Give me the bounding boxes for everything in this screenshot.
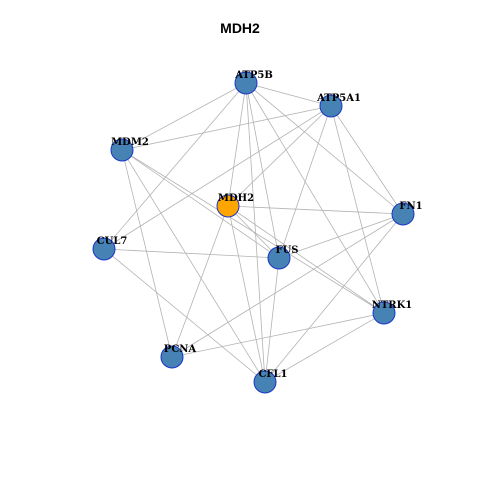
edge-atp5b-ntrk1: [245, 82, 385, 314]
node-label-mdh2: MDH2: [218, 193, 254, 204]
node-cfl1[interactable]: [253, 370, 277, 394]
node-label-fn1: FN1: [399, 201, 422, 212]
edge-atp5a1-fus: [278, 105, 332, 259]
edge-mdm2-fus: [121, 149, 280, 259]
edge-fn1-fus: [278, 213, 404, 259]
node-fus[interactable]: [267, 246, 291, 270]
node-label-cul7: CUL7: [97, 236, 128, 247]
edge-mdh2-fn1: [227, 205, 404, 215]
edge-mdh2-fus: [227, 205, 280, 259]
edge-mdh2-cfl1: [227, 205, 266, 383]
graph-title: MDH2: [220, 20, 260, 36]
node-mdh2[interactable]: [216, 194, 240, 218]
edge-mdm2-pcna: [121, 149, 173, 358]
edge-atp5a1-fn1: [330, 105, 404, 215]
node-cul7[interactable]: [92, 237, 116, 261]
node-label-atp5a1: ATP5A1: [316, 93, 361, 104]
node-pcna[interactable]: [160, 345, 184, 369]
edge-atp5a1-cul7: [103, 105, 332, 250]
edge-ntrk1-pcna: [171, 312, 385, 358]
node-label-cfl1: CFL1: [258, 369, 287, 380]
node-mdm2[interactable]: [110, 138, 134, 162]
edge-mdh2-pcna: [171, 205, 229, 358]
edge-fn1-cfl1: [264, 213, 404, 383]
node-label-atp5b: ATP5B: [234, 70, 273, 81]
edge-ntrk1-cfl1: [264, 312, 385, 383]
edge-atp5a1-ntrk1: [330, 105, 385, 314]
node-label-pcna: PCNA: [164, 344, 197, 355]
edge-mdh2-ntrk1: [227, 205, 385, 314]
node-label-mdm2: MDM2: [111, 137, 149, 148]
edge-atp5b-cfl1: [245, 82, 266, 383]
edge-atp5b-mdm2: [121, 82, 247, 151]
edge-fus-cfl1: [264, 257, 280, 383]
edge-cul7-cfl1: [103, 248, 266, 383]
nodes-layer: [92, 71, 415, 394]
node-label-fus: FUS: [275, 245, 298, 256]
edge-atp5a1-mdh2: [227, 105, 332, 207]
edge-fn1-pcna: [171, 213, 404, 358]
edge-mdm2-cfl1: [121, 149, 266, 383]
node-ntrk1[interactable]: [372, 301, 396, 325]
edge-atp5b-mdh2: [227, 82, 247, 207]
edges-layer: [103, 82, 404, 383]
edge-atp5b-cul7: [103, 82, 247, 250]
node-atp5a1[interactable]: [319, 94, 343, 118]
node-fn1[interactable]: [391, 202, 415, 226]
node-atp5b[interactable]: [234, 71, 258, 95]
edge-atp5b-atp5a1: [245, 82, 332, 107]
edge-atp5b-fn1: [245, 82, 404, 215]
edge-atp5b-fus: [245, 82, 280, 259]
node-label-ntrk1: NTRK1: [372, 300, 413, 311]
edge-atp5a1-mdm2: [121, 105, 332, 151]
edge-cul7-fus: [103, 248, 280, 259]
